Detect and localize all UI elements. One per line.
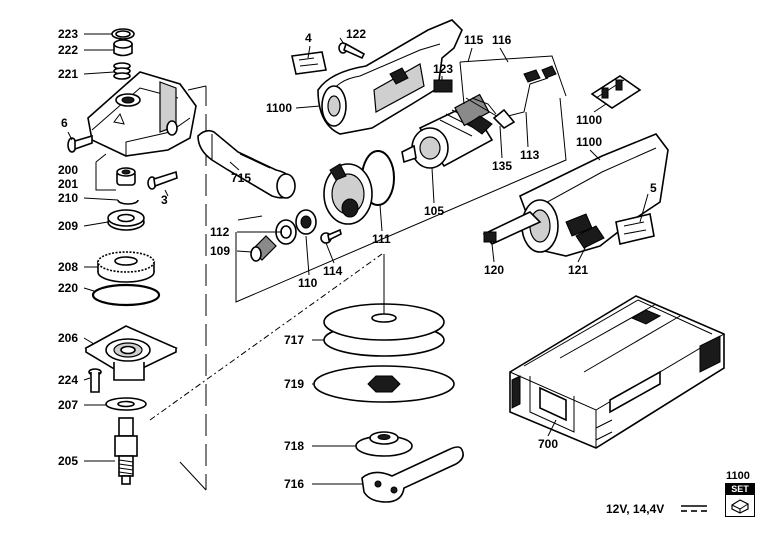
- part-717-backing-pad: [323, 254, 445, 357]
- part-207-washer: [105, 397, 147, 411]
- label-121: 121: [568, 263, 588, 277]
- part-1100-battery-contact: [590, 75, 642, 109]
- part-5-label: [615, 213, 655, 245]
- label-111: 111: [372, 232, 391, 246]
- label-205: 205: [58, 454, 78, 468]
- part-700-carry-case: [509, 295, 725, 449]
- label-716: 716: [284, 477, 304, 491]
- label-122: 122: [346, 27, 366, 41]
- part-718-flange-nut: [355, 431, 413, 457]
- label-123: 123: [433, 62, 453, 76]
- part-205-spindle: [114, 417, 138, 485]
- set-code-label: 1100: [726, 470, 750, 482]
- label-700: 700: [538, 437, 558, 451]
- part-121-button: [575, 225, 605, 249]
- part-122-screw: [338, 42, 366, 60]
- label-222: 222: [58, 43, 78, 57]
- label-207: 207: [58, 398, 78, 412]
- label-105: 105: [424, 204, 444, 218]
- part-221-spring: [113, 62, 131, 80]
- dc-symbol-icon: [681, 505, 707, 512]
- part-6-screw: [67, 134, 93, 153]
- part-114-screw: [320, 228, 342, 244]
- leader-lines-center: [229, 37, 649, 276]
- part-222-cap: [113, 39, 133, 57]
- label-209: 209: [58, 219, 78, 233]
- label-114: 114: [323, 264, 343, 278]
- part-123-block: [433, 79, 453, 93]
- part-210-circlip: [117, 199, 139, 205]
- label-120: 120: [484, 263, 504, 277]
- label-6: 6: [61, 116, 68, 130]
- label-5: 5: [650, 181, 657, 195]
- set-icon: SET: [725, 483, 755, 517]
- label-719: 719: [284, 377, 304, 391]
- label-135: 135: [492, 159, 512, 173]
- part-719-abrasive-disc: [313, 365, 455, 403]
- label-113: 113: [520, 148, 540, 162]
- leader-lines-discs: [312, 339, 362, 485]
- part-112-bearing: [295, 209, 317, 235]
- label-717: 717: [284, 333, 304, 347]
- label-201: 201: [58, 177, 78, 191]
- label-715: 715: [231, 171, 251, 185]
- label-206: 206: [58, 331, 78, 345]
- part-715-side-handle: [197, 129, 296, 199]
- label-1100-contact: 1100: [576, 113, 602, 127]
- voltage-label: 12V, 14,4V: [606, 502, 665, 516]
- leader-lines-left: [67, 33, 383, 491]
- part-224-screw: [88, 368, 102, 393]
- label-210: 210: [58, 191, 78, 205]
- part-110-gear-housing: [323, 163, 373, 225]
- label-221: 221: [58, 67, 78, 81]
- part-201-bearing: [116, 167, 136, 186]
- set-box-icon: [731, 499, 749, 514]
- label-115: 115: [464, 33, 484, 47]
- label-224: 224: [58, 373, 78, 387]
- part-1100-housing-right: [518, 133, 669, 257]
- part-1100-housing-half: [317, 19, 463, 135]
- leader-700: [547, 419, 557, 437]
- part-223-ring: [111, 28, 135, 40]
- assembly-bracket: [235, 97, 567, 303]
- label-1100-housing: 1100: [266, 101, 292, 115]
- set-label: SET: [726, 484, 754, 495]
- part-209-bearing: [107, 209, 145, 231]
- label-208: 208: [58, 260, 78, 274]
- part-208-bevel-gear: [97, 251, 155, 283]
- part-gear-housing: [87, 71, 197, 157]
- part-220-o-ring: [91, 283, 161, 307]
- part-4-label: [291, 51, 327, 75]
- label-220: 220: [58, 281, 78, 295]
- label-200: 200: [58, 163, 78, 177]
- label-718: 718: [284, 439, 304, 453]
- label-4: 4: [305, 31, 312, 45]
- label-3: 3: [161, 193, 168, 207]
- label-116: 116: [492, 33, 512, 47]
- part-115-116-switch-wires: [459, 55, 567, 135]
- part-109-pinion: [250, 235, 277, 262]
- part-206-flange: [84, 325, 178, 381]
- label-1100-housing-right: 1100: [576, 135, 602, 149]
- part-3-screw: [147, 170, 178, 190]
- label-110: 110: [298, 276, 318, 290]
- label-109: 109: [210, 244, 230, 258]
- label-112: 112: [210, 225, 230, 239]
- label-223: 223: [58, 27, 78, 41]
- callout-labels: 223 222 221 6 200 201 210 3 209 208 220 …: [58, 27, 657, 491]
- part-120-terminal: [482, 211, 542, 245]
- part-716-spanner: [361, 446, 464, 503]
